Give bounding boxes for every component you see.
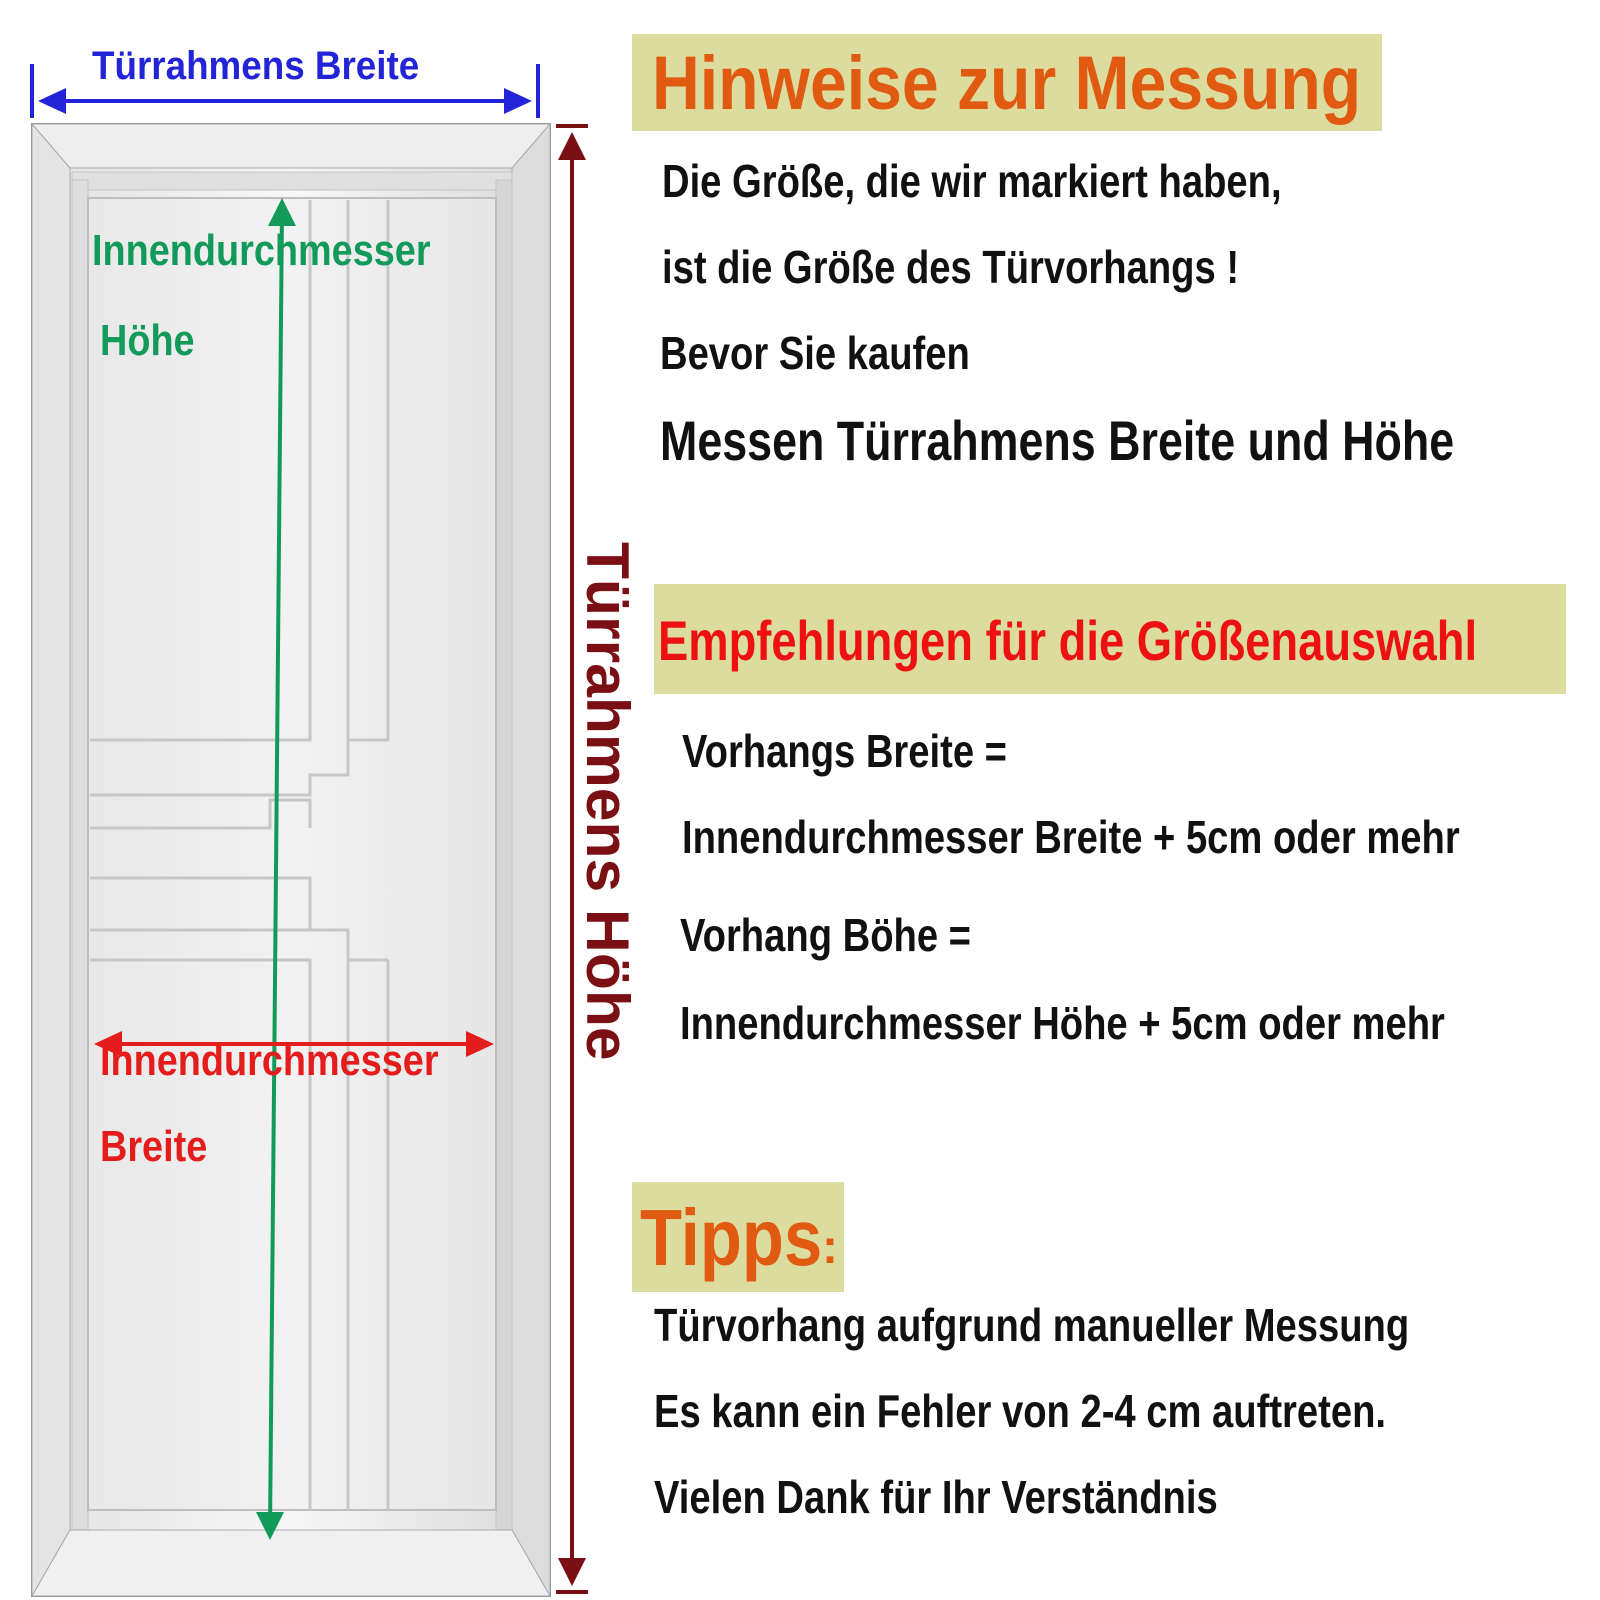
- frame-height-label: Türrahmens Höhe: [574, 542, 641, 1061]
- door-diagram: [30, 64, 588, 1598]
- frame-height-arrow: [556, 124, 588, 1594]
- recommendation-line-1: Vorhangs Breite =: [682, 725, 1007, 777]
- inner-width-arrow: [94, 1031, 494, 1057]
- notes-title-band: [632, 34, 1382, 131]
- inner-height-label-line1: Innendurchmesser: [92, 226, 431, 275]
- recommendation-line-3: Vorhang Böhe =: [680, 909, 971, 961]
- tips-title-band: [632, 1182, 844, 1292]
- inner-height-arrow: [256, 198, 296, 1540]
- inner-height-label-line2: Höhe: [100, 316, 195, 365]
- notes-line-4: Messen Türrahmens Breite und Höhe: [660, 409, 1455, 472]
- notes-line-3: Bevor Sie kaufen: [660, 327, 970, 379]
- frame-width-arrow: [30, 64, 540, 118]
- tips-line-2: Es kann ein Fehler von 2-4 cm auftreten.: [654, 1385, 1387, 1437]
- frame-width-label: Türrahmens Breite: [92, 44, 420, 88]
- recommendations-title-band: [654, 584, 1566, 694]
- recommendation-line-2: Innendurchmesser Breite + 5cm oder mehr: [682, 811, 1460, 863]
- notes-line-2: ist die Größe des Türvorhangs !: [662, 241, 1240, 293]
- inner-width-label-line1: Innendurchmesser: [100, 1036, 439, 1085]
- door-panel: [87, 197, 497, 1511]
- tips-colon: :: [822, 1221, 838, 1274]
- notes-title: Hinweise zur Messung: [652, 41, 1362, 126]
- tips-title: Tipps: [640, 1193, 823, 1282]
- tips-line-1: Türvorhang aufgrund manueller Messung: [654, 1299, 1410, 1351]
- inner-width-label-line2: Breite: [100, 1122, 208, 1171]
- recommendation-line-4: Innendurchmesser Höhe + 5cm oder mehr: [680, 997, 1445, 1049]
- recommendations-title: Empfehlungen für die Größenauswahl: [658, 609, 1478, 672]
- notes-line-1: Die Größe, die wir markiert haben,: [662, 155, 1282, 207]
- tips-line-3: Vielen Dank für Ihr Verständnis: [654, 1471, 1218, 1523]
